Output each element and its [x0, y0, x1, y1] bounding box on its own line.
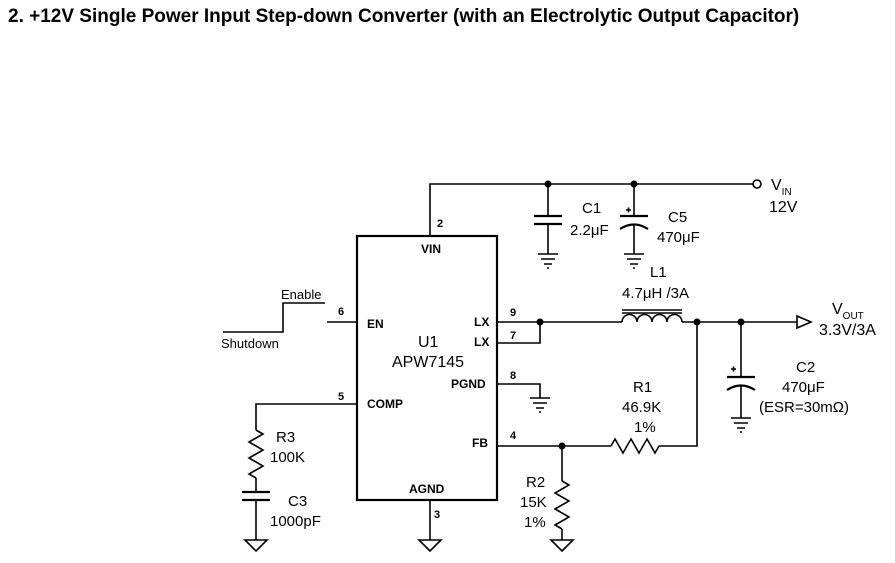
vout-symbol: VOUT [832, 301, 864, 322]
r3-value: 100K [270, 449, 305, 466]
pin-lx1-number: 9 [510, 307, 516, 319]
c2-ref: C2 [796, 359, 815, 376]
pin-comp-number: 5 [338, 391, 344, 403]
c2-value: 470μF [782, 379, 825, 396]
r2-value: 15K [520, 494, 547, 511]
vout-arrow-icon [796, 314, 814, 330]
pin-fb-label: FB [472, 436, 488, 450]
c1-ref: C1 [582, 200, 601, 217]
ic-ref: U1 [418, 334, 439, 351]
pin-vin-label: VIN [421, 242, 441, 256]
r2-resistor [553, 480, 571, 530]
ic-part: APW7145 [392, 354, 464, 371]
pin-comp-label: COMP [367, 397, 403, 411]
pin-lx2-label: LX [474, 335, 489, 349]
vin-value: 12V [769, 199, 798, 216]
pin-fb-number: 4 [510, 430, 517, 442]
pin-agnd-number: 3 [434, 509, 440, 521]
pin-pgnd-label: PGND [451, 377, 486, 391]
pin-pgnd-number: 8 [510, 370, 516, 382]
ground-icon [731, 417, 751, 433]
r1-ref: R1 [633, 379, 652, 396]
l1-inductor [621, 309, 797, 326]
r1-value: 46.9K [622, 399, 661, 416]
ground-icon [417, 539, 443, 553]
r1-tolerance: 1% [634, 419, 656, 436]
vout-value: 3.3V/3A [819, 322, 876, 339]
vin-wiring [429, 179, 762, 236]
r2-ref: R2 [526, 474, 545, 491]
c5-value: 470μF [657, 229, 700, 246]
l1-value: 4.7μH /3A [622, 285, 689, 302]
comp-wiring [255, 403, 357, 540]
pin-en-number: 6 [338, 306, 344, 318]
ground-icon [530, 397, 550, 413]
feedback-wiring [497, 322, 698, 540]
c2-capacitor [726, 322, 756, 418]
pin-vin-number: 2 [437, 218, 443, 230]
c5-capacitor [619, 184, 649, 254]
vin-symbol: VIN [771, 177, 792, 198]
shutdown-label: Shutdown [221, 336, 279, 351]
c3-value: 1000pF [270, 513, 321, 530]
ground-icon [549, 539, 575, 553]
l1-ref: L1 [650, 264, 667, 281]
r2-tolerance: 1% [524, 514, 546, 531]
r3-resistor [247, 429, 265, 479]
pin-lx1-label: LX [474, 315, 489, 329]
r3-ref: R3 [276, 429, 295, 446]
c3-ref: C3 [288, 493, 307, 510]
ground-icon [624, 253, 644, 269]
c5-ref: C5 [668, 209, 687, 226]
ground-icon [538, 253, 558, 269]
enable-label: Enable [281, 287, 321, 302]
diagram-title: 2. +12V Single Power Input Step-down Con… [8, 6, 799, 27]
ground-icon [243, 539, 269, 553]
c1-capacitor [534, 184, 562, 254]
r1-resistor [610, 437, 660, 455]
pin-en-label: EN [367, 317, 384, 331]
lx-wiring [497, 318, 622, 344]
enable-control-wiring [223, 302, 357, 333]
c2-esr-note: (ESR=30mΩ) [759, 399, 849, 416]
pgnd-wiring [497, 383, 541, 398]
pin-agnd-label: AGND [409, 482, 445, 496]
pin-lx2-number: 7 [510, 330, 516, 342]
c3-capacitor [242, 490, 270, 502]
c1-value: 2.2μF [570, 222, 609, 239]
ic-body [355, 234, 499, 502]
